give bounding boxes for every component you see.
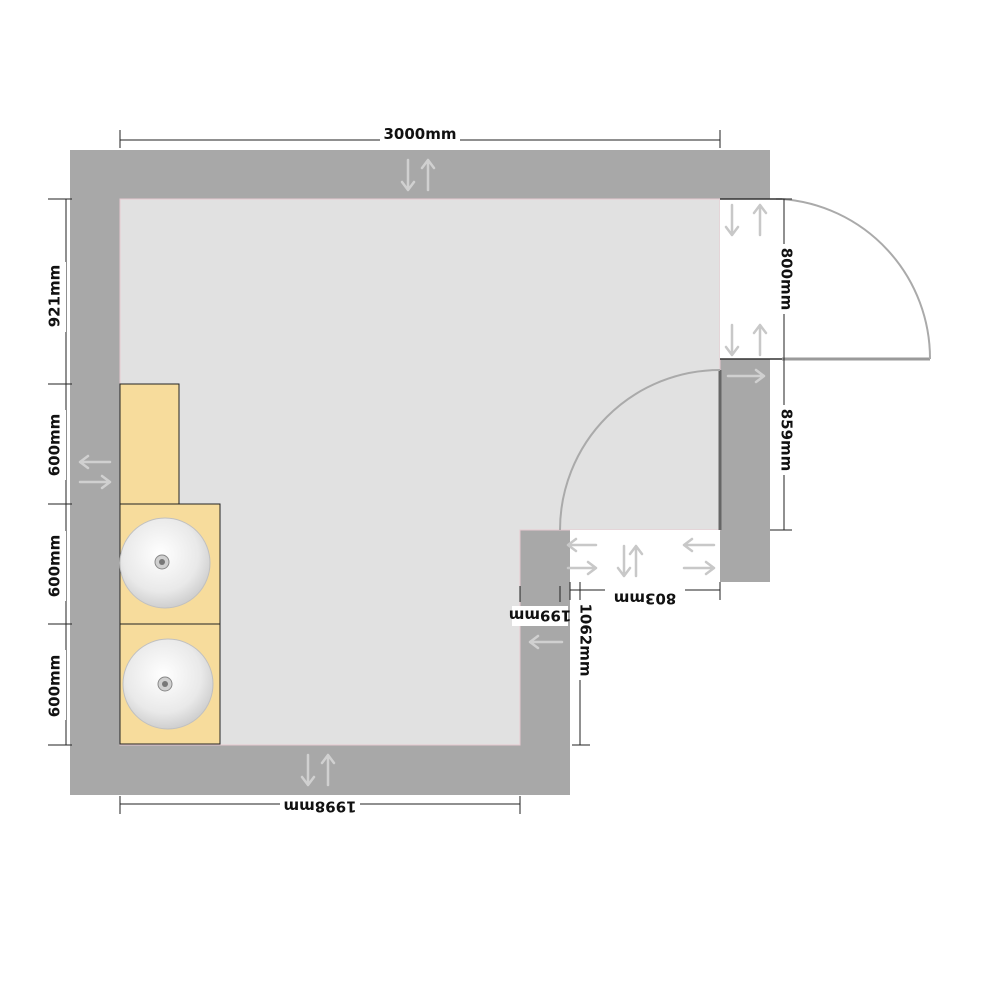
move-handle-inner-wall[interactable] bbox=[528, 634, 564, 650]
move-handle-top[interactable] bbox=[400, 158, 436, 192]
recess-opening[interactable] bbox=[570, 530, 720, 582]
entrance-door-swing bbox=[781, 198, 932, 360]
move-handle-right[interactable] bbox=[726, 368, 766, 384]
dimension-bottom-label: 1998mm bbox=[283, 798, 356, 816]
dimension-left-upper-label: 921mm bbox=[46, 265, 64, 328]
dimension-top-label: 3000mm bbox=[383, 125, 456, 143]
move-handle-recess-left[interactable] bbox=[566, 537, 598, 576]
move-handle-bottom[interactable] bbox=[300, 753, 336, 787]
dimension-right: 800mm 859mm bbox=[770, 198, 796, 531]
move-handle-recess-right[interactable] bbox=[682, 537, 716, 576]
inner-door-swing bbox=[559, 369, 721, 531]
dimension-left: 921mm 600mm 600mm 600mm bbox=[44, 198, 72, 746]
round-basin-1[interactable] bbox=[119, 517, 211, 609]
dimension-top: 3000mm bbox=[119, 124, 721, 148]
move-handle-left[interactable] bbox=[78, 454, 112, 490]
dimension-right-lower-label: 859mm bbox=[778, 409, 796, 472]
dimension-inner-right-label: 1062mm bbox=[577, 603, 595, 676]
dimension-left-sink1-label: 600mm bbox=[46, 535, 64, 598]
round-basin-2[interactable] bbox=[122, 638, 214, 730]
dimension-recess-wall-label: 199mm bbox=[509, 607, 572, 625]
dimension-inner-right: 1062mm bbox=[572, 582, 596, 746]
base-cabinet[interactable] bbox=[119, 383, 180, 505]
dimension-left-cabinet-label: 600mm bbox=[46, 414, 64, 477]
dimension-left-sink2-label: 600mm bbox=[46, 655, 64, 718]
entrance-door-opening[interactable] bbox=[720, 199, 782, 359]
move-handle-entrance-top[interactable] bbox=[724, 203, 768, 237]
dimension-recess-width: 803mm bbox=[569, 582, 721, 608]
dimension-recess-width-label: 803mm bbox=[614, 590, 677, 608]
dimension-bottom: 1998mm bbox=[119, 796, 521, 816]
move-handle-entrance-bottom[interactable] bbox=[724, 323, 768, 357]
dimension-recess-wall: 199mm bbox=[509, 586, 572, 626]
dimension-right-door-label: 800mm bbox=[778, 248, 796, 311]
move-handle-recess-mid[interactable] bbox=[616, 544, 644, 578]
